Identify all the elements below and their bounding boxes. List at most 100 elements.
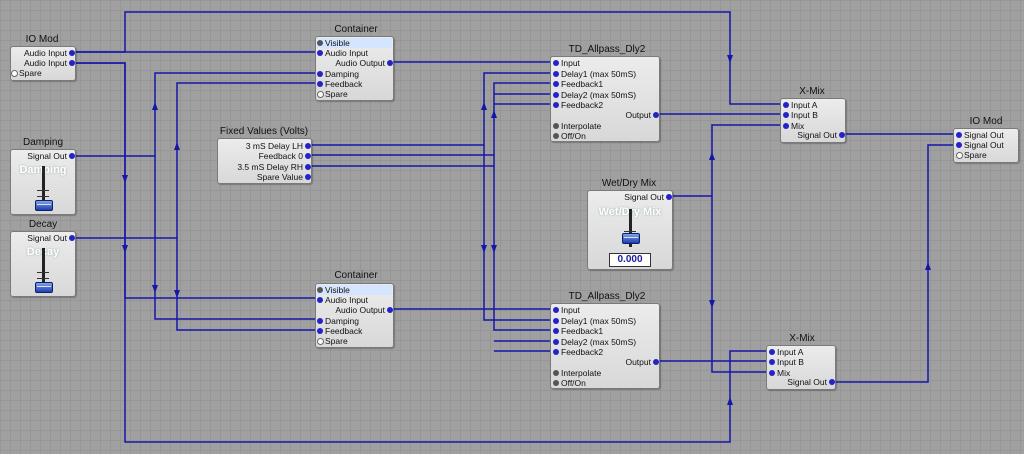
container-top-audio-output[interactable]: Audio Output [335, 58, 393, 68]
container-bottom-damping[interactable]: Damping [317, 316, 359, 326]
io-mod-input-module[interactable]: Audio Input Audio Input Spare [10, 46, 76, 81]
allpass-top-feedback2[interactable]: Feedback2 [553, 100, 603, 110]
port-dot-icon[interactable] [956, 152, 963, 159]
allpass-top-feedback1[interactable]: Feedback1 [553, 79, 603, 89]
port-dot-icon[interactable] [317, 318, 323, 324]
port-dot-icon[interactable] [317, 81, 323, 87]
io-mod-output-module[interactable]: Signal Out Signal Out Spare [953, 128, 1019, 163]
port-dot-icon[interactable] [11, 70, 18, 77]
allpass-bottom-delay2[interactable]: Delay2 (max 50mS) [553, 337, 636, 347]
decay-fader[interactable] [11, 244, 75, 294]
container-bottom-spare[interactable]: Spare [317, 336, 348, 346]
xmix-bottom-module[interactable]: Input A Input B Mix Signal Out [766, 345, 836, 390]
allpass-top-module[interactable]: Input Delay1 (max 50mS) Feedback1 Delay2… [550, 56, 660, 142]
port-dot-icon[interactable] [317, 91, 324, 98]
port-dot-icon[interactable] [829, 379, 835, 385]
port-dot-icon[interactable] [553, 71, 559, 77]
port-dot-icon[interactable] [305, 143, 311, 149]
damping-fader[interactable] [11, 162, 75, 212]
container-bottom-audio-input[interactable]: Audio Input [317, 295, 368, 305]
fixed-value-3ms-delay-lh[interactable]: 3 mS Delay LH [246, 141, 311, 151]
decay-signal-out[interactable]: Signal Out [27, 233, 75, 243]
allpass-top-output[interactable]: Output [625, 110, 659, 120]
port-dot-icon[interactable] [553, 133, 559, 139]
port-dot-icon[interactable] [305, 174, 311, 180]
wetdry-signal-out[interactable]: Signal Out [624, 192, 672, 202]
port-dot-icon[interactable] [553, 380, 559, 386]
wetdry-fader[interactable] [588, 205, 672, 251]
container-top-audio-input[interactable]: Audio Input [317, 48, 368, 58]
allpass-bottom-feedback1[interactable]: Feedback1 [553, 326, 603, 336]
container-top-module[interactable]: Visible Audio Input Audio Output Damping… [315, 36, 394, 101]
port-dot-icon[interactable] [553, 318, 559, 324]
allpass-bottom-module[interactable]: Input Delay1 (max 50mS) Feedback1 Delay2… [550, 303, 660, 389]
xmix-bottom-input-a[interactable]: Input A [769, 347, 803, 357]
allpass-top-off-on[interactable]: Off/On [553, 131, 586, 141]
container-top-damping[interactable]: Damping [317, 69, 359, 79]
port-dot-icon[interactable] [317, 338, 324, 345]
allpass-bottom-output[interactable]: Output [625, 357, 659, 367]
port-dot-icon[interactable] [317, 328, 323, 334]
port-dot-icon[interactable] [553, 328, 559, 334]
container-bottom-module[interactable]: Visible Audio Input Audio Output Damping… [315, 283, 394, 348]
port-dot-icon[interactable] [305, 153, 311, 159]
port-dot-icon[interactable] [956, 132, 962, 138]
port-dot-icon[interactable] [839, 132, 845, 138]
port-dot-icon[interactable] [553, 81, 559, 87]
port-dot-icon[interactable] [653, 112, 659, 118]
fader-knob[interactable] [35, 282, 53, 293]
fader-knob[interactable] [35, 200, 53, 211]
xmix-top-mix[interactable]: Mix [783, 121, 804, 131]
xmix-bottom-mix[interactable]: Mix [769, 368, 790, 378]
port-dot-icon[interactable] [783, 123, 789, 129]
xmix-top-input-a[interactable]: Input A [783, 100, 817, 110]
port-dot-icon[interactable] [317, 71, 323, 77]
io-mod-audio-input-2[interactable]: Audio Input [24, 58, 75, 68]
container-bottom-audio-output[interactable]: Audio Output [335, 305, 393, 315]
port-dot-icon[interactable] [553, 370, 559, 376]
port-dot-icon[interactable] [769, 359, 775, 365]
allpass-bottom-interpolate[interactable]: Interpolate [553, 368, 601, 378]
allpass-top-delay1[interactable]: Delay1 (max 50mS) [553, 69, 636, 79]
allpass-bottom-off-on[interactable]: Off/On [553, 378, 586, 388]
fixed-value-feedback-0[interactable]: Feedback 0 [259, 151, 311, 161]
allpass-bottom-delay1[interactable]: Delay1 (max 50mS) [553, 316, 636, 326]
allpass-top-delay2[interactable]: Delay2 (max 50mS) [553, 90, 636, 100]
port-dot-icon[interactable] [387, 60, 393, 66]
damping-slider-module[interactable]: Signal Out Damping [10, 149, 76, 215]
container-top-spare[interactable]: Spare [317, 89, 348, 99]
io-mod-audio-input-1[interactable]: Audio Input [24, 48, 75, 58]
io-mod-signal-out-2[interactable]: Signal Out [956, 140, 1004, 150]
xmix-bottom-signal-out[interactable]: Signal Out [787, 377, 835, 387]
xmix-top-input-b[interactable]: Input B [783, 110, 818, 120]
fixed-value-3-5ms-delay-rh[interactable]: 3.5 mS Delay RH [237, 162, 311, 172]
allpass-top-interpolate[interactable]: Interpolate [553, 121, 601, 131]
container-bottom-feedback[interactable]: Feedback [317, 326, 362, 336]
port-dot-icon[interactable] [317, 40, 323, 46]
port-dot-icon[interactable] [783, 112, 789, 118]
fixed-value-spare[interactable]: Spare Value [257, 172, 311, 182]
port-dot-icon[interactable] [317, 50, 323, 56]
port-dot-icon[interactable] [653, 359, 659, 365]
port-dot-icon[interactable] [69, 153, 75, 159]
io-mod-spare[interactable]: Spare [11, 68, 42, 78]
port-dot-icon[interactable] [553, 339, 559, 345]
port-dot-icon[interactable] [783, 102, 789, 108]
port-dot-icon[interactable] [305, 164, 311, 170]
damping-signal-out[interactable]: Signal Out [27, 151, 75, 161]
port-dot-icon[interactable] [769, 349, 775, 355]
wetdry-slider-module[interactable]: Signal Out Wet/Dry Mix 0.000 [587, 190, 673, 270]
port-dot-icon[interactable] [69, 235, 75, 241]
xmix-top-signal-out[interactable]: Signal Out [797, 130, 845, 140]
port-dot-icon[interactable] [69, 50, 75, 56]
allpass-top-input[interactable]: Input [553, 58, 580, 68]
port-dot-icon[interactable] [553, 60, 559, 66]
container-top-feedback[interactable]: Feedback [317, 79, 362, 89]
port-dot-icon[interactable] [317, 297, 323, 303]
port-dot-icon[interactable] [553, 349, 559, 355]
xmix-top-module[interactable]: Input A Input B Mix Signal Out [780, 98, 846, 143]
port-dot-icon[interactable] [956, 142, 962, 148]
port-dot-icon[interactable] [317, 287, 323, 293]
allpass-bottom-feedback2[interactable]: Feedback2 [553, 347, 603, 357]
